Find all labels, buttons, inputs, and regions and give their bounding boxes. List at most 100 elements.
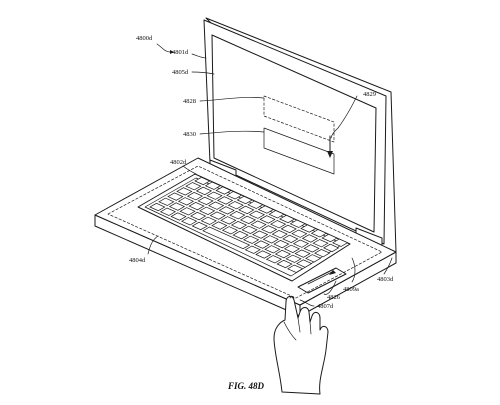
- leader-4830: [199, 130, 265, 135]
- keyboard-key: [314, 249, 331, 258]
- leader-4801d: [191, 53, 207, 59]
- keyboard-key: [220, 216, 237, 225]
- upper-content-box: [263, 95, 335, 143]
- leader-4805d: [191, 71, 215, 75]
- keyboard-key: [236, 195, 253, 205]
- hand-illustration: [273, 295, 329, 395]
- keyboard-key: [270, 220, 287, 229]
- reference-labels: 4800d 4801d 4805d 4828 4830 4829 4802d 4…: [129, 35, 394, 310]
- keyboard-key: [257, 205, 275, 214]
- keyboard-well: [137, 173, 351, 282]
- keyboard-key: [289, 219, 306, 228]
- leader-4807d: [299, 299, 315, 307]
- keyboard-key: [274, 249, 292, 259]
- keyboard-key: [312, 239, 329, 248]
- leader-4802d: [182, 165, 197, 175]
- keyboard-key: [287, 264, 304, 273]
- keyboard-key: [300, 224, 317, 233]
- leader-4803d: [383, 257, 393, 275]
- keyboard-key: [255, 250, 272, 259]
- keyboard-key: [227, 201, 244, 210]
- label-4830: 4830: [183, 131, 196, 138]
- lower-content-box: [263, 127, 335, 175]
- leader-4800d: [156, 43, 171, 53]
- label-4826: 4826: [327, 294, 341, 301]
- label-4801d: 4801d: [172, 49, 189, 56]
- hand-crease-2: [297, 317, 301, 333]
- touch-swipe-arrow-head: [329, 270, 336, 275]
- keyboard-key: [323, 243, 340, 253]
- keyboard-key: [168, 202, 186, 211]
- keyboard-key: [273, 240, 290, 249]
- keyboard-key: [204, 181, 222, 190]
- keyboard-key: [239, 215, 257, 224]
- keyboard-key: [170, 212, 187, 221]
- keyboard-key: [195, 186, 213, 196]
- keyboard-key: [188, 202, 205, 211]
- keyboard-key: [226, 191, 243, 200]
- keyboard-key: [158, 197, 175, 206]
- keyboard-key: [211, 221, 228, 230]
- keyboard-key: [149, 202, 166, 212]
- keyboard-key: [321, 233, 338, 243]
- keyboard-key: [181, 217, 198, 226]
- display-lid: [203, 17, 397, 253]
- leader-4826: [323, 280, 337, 295]
- label-4807d: 4807d: [317, 303, 334, 310]
- keyboard-key: [243, 235, 260, 244]
- label-4805d: 4805d: [172, 69, 189, 76]
- keyboard-key: [218, 206, 235, 215]
- keyboard-key: [167, 192, 184, 201]
- keyboard-key: [190, 211, 207, 221]
- leader-4804d: [147, 235, 159, 255]
- move-arrow-head: [327, 151, 333, 158]
- label-4800d: 4800d: [136, 35, 153, 42]
- keyboard-key: [301, 234, 319, 243]
- keyboard-key: [197, 196, 214, 205]
- label-4809a: 4809a: [343, 286, 359, 293]
- keyboard-key: [199, 206, 216, 215]
- leader-lines: [147, 43, 393, 307]
- keyboard-key: [253, 240, 270, 249]
- keyboard-key: [280, 224, 297, 234]
- keyboard-key: [283, 244, 301, 253]
- label-4802d: 4802d: [170, 159, 187, 166]
- keyboard-key: [244, 245, 261, 254]
- keyboard-key: [217, 196, 234, 205]
- fingernail: [289, 296, 295, 299]
- label-4829: 4829: [363, 91, 376, 98]
- keyboard-key: [176, 187, 193, 196]
- keyboard-key: [310, 229, 328, 238]
- keyboard-key: [268, 210, 285, 219]
- keyboard-key: [259, 215, 276, 224]
- keyboard-key: [208, 201, 225, 210]
- keyboard-key: [177, 197, 195, 206]
- keyboard-key: [232, 230, 249, 240]
- label-4828: 4828: [183, 98, 196, 105]
- keyboard-key: [262, 235, 279, 244]
- keyboard-key: [247, 200, 264, 209]
- keyboard-key: [303, 244, 320, 253]
- label-4804d: 4804d: [129, 257, 146, 264]
- keyboard-key: [248, 210, 266, 219]
- keyboard-key: [332, 238, 349, 247]
- keyboard-key: [215, 186, 232, 195]
- hand: [273, 295, 329, 395]
- leader-4809a: [351, 257, 356, 283]
- keyboard-key: [252, 230, 269, 239]
- keyboard-key: [294, 249, 311, 258]
- keyboard-key: [230, 221, 248, 230]
- lid-outer-bezel: [203, 19, 387, 245]
- keyboard-key: [250, 220, 267, 229]
- keyboard-key: [291, 229, 308, 238]
- keyboard-key: [229, 211, 246, 220]
- keyboard-key: [282, 234, 299, 243]
- keyboard-key: [159, 207, 177, 216]
- keyboard-keys: [149, 176, 349, 273]
- label-4803d: 4803d: [377, 276, 394, 283]
- keyboard-key: [264, 245, 281, 254]
- keyboard-key: [296, 259, 313, 268]
- leader-4829: [330, 95, 358, 139]
